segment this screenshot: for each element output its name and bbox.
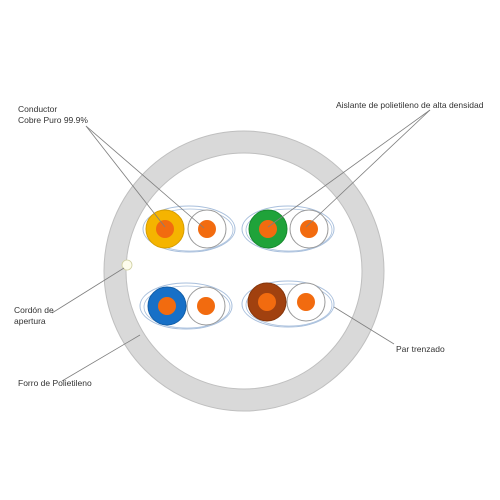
pair-top-left-colored-conductor — [156, 220, 174, 238]
twisted-pairs — [139, 205, 335, 330]
leader-conductor-1 — [85, 125, 166, 228]
leader-conductor-2 — [85, 125, 205, 229]
pair-bottom-right-twist-ring — [241, 280, 335, 328]
leader-cordon — [51, 267, 125, 314]
pair-top-left-white-conductor — [198, 220, 216, 238]
label-cordon-line2: apertura — [14, 316, 46, 326]
pair-top-right-twist-ring-inner — [245, 208, 333, 252]
pair-bottom-right-twist-ring-inner — [245, 283, 333, 327]
pair-bottom-left-twist-ring — [139, 282, 233, 330]
pair-bottom-right — [241, 280, 335, 328]
leader-aislante-1 — [267, 109, 431, 228]
label-cordon: Cordón de apertura — [14, 305, 54, 327]
pair-bottom-left — [139, 282, 233, 330]
label-conductor-line2: Cobre Puro 99.9% — [18, 115, 88, 125]
pair-top-right-twist-ring — [241, 205, 335, 253]
label-conductor-line1: Conductor — [18, 104, 58, 114]
pair-top-left — [142, 205, 236, 253]
leader-lines — [51, 109, 431, 382]
leader-aislante-2 — [305, 109, 431, 228]
label-conductor: Conductor Cobre Puro 99.9% — [18, 104, 88, 126]
label-aislante: Aislante de polietileno de alta densidad — [336, 100, 484, 110]
pair-top-right-colored-conductor — [259, 220, 277, 238]
pair-bottom-right-colored-conductor — [258, 293, 276, 311]
pair-top-left-twist-ring — [142, 205, 236, 253]
pair-top-right — [241, 205, 335, 253]
label-forro: Forro de Polietileno — [18, 378, 92, 388]
pair-bottom-left-colored-conductor — [158, 297, 176, 315]
rip-cord — [121, 259, 133, 271]
label-par-trenzado: Par trenzado — [396, 344, 445, 354]
leader-forro — [61, 334, 141, 382]
leader-par-trenzado — [333, 306, 395, 345]
label-cordon-line1: Cordón de — [14, 305, 54, 315]
pair-bottom-left-white-conductor — [197, 297, 215, 315]
pair-bottom-right-white-conductor — [297, 293, 315, 311]
cable-core — [125, 152, 363, 390]
pair-bottom-left-twist-ring-inner — [143, 285, 231, 329]
pair-top-right-white-conductor — [300, 220, 318, 238]
